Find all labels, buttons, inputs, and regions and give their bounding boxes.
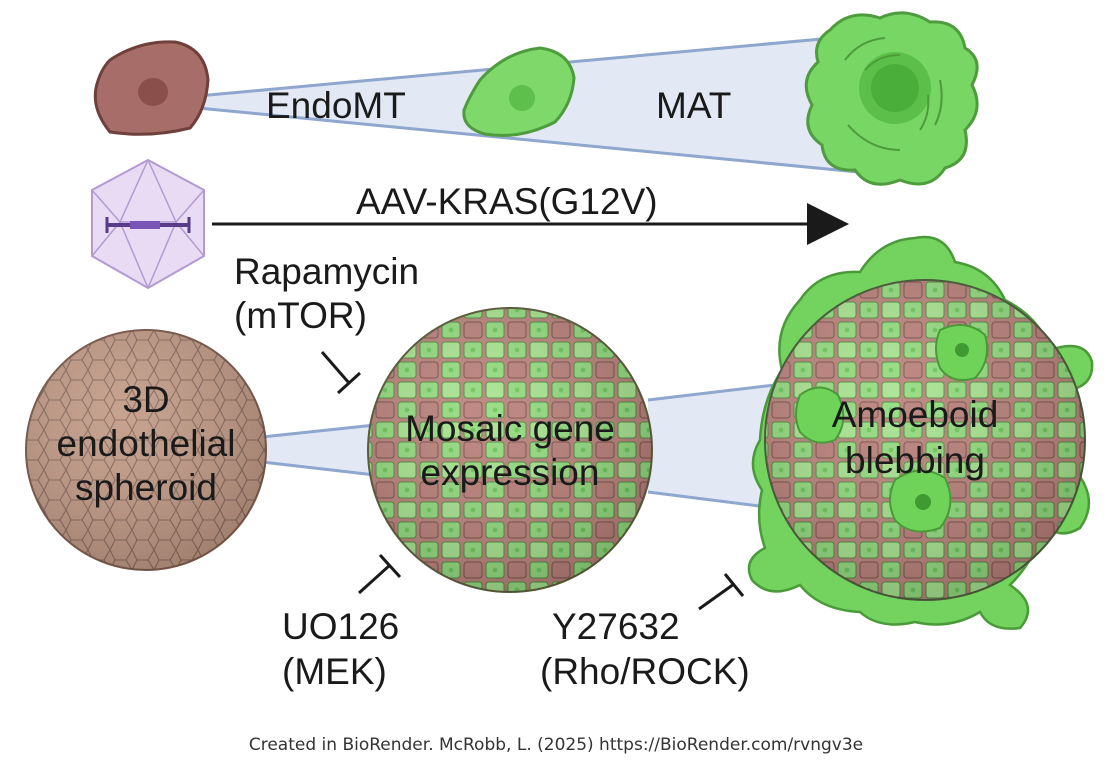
spheroid-connector-1: [261, 423, 376, 477]
rho-rock-label: (Rho/ROCK): [540, 651, 750, 692]
left-spheroid-label-3: spheroid: [75, 467, 217, 508]
u0126-inhibition-symbol: [357, 553, 402, 595]
y27632-label: Y27632: [552, 606, 680, 647]
rapamycin-label: Rapamycin: [234, 251, 420, 292]
biorender-credit: Created in BioRender. McRobb, L. (2025) …: [248, 735, 864, 755]
aav-kras-label: AAV-KRAS(G12V): [356, 181, 658, 222]
middle-spheroid-label-1: Mosaic gene: [405, 408, 615, 449]
right-spheroid-label-1: Amoeboid: [831, 394, 999, 435]
rapamycin-inhibition-symbol: [320, 351, 362, 395]
mosaic-spheroid: [367, 307, 653, 593]
aav-capsid-icon: [91, 158, 205, 290]
mek-label: (MEK): [282, 651, 387, 692]
y27632-inhibition-symbol: [698, 573, 745, 611]
endothelial-cell-icon: [93, 40, 210, 136]
mtor-label: (mTOR): [234, 295, 367, 336]
mesenchymal-cell-icon: [462, 46, 576, 137]
amoeboid-spheroid: [747, 235, 1094, 630]
u0126-label: UO126: [282, 606, 400, 647]
endomt-label: EndoMT: [266, 85, 406, 126]
spheroid-connector-2: [647, 383, 776, 510]
right-spheroid-label-2: blebbing: [845, 440, 985, 481]
middle-spheroid-label-2: expression: [420, 452, 600, 493]
mat-label: MAT: [656, 85, 732, 126]
left-spheroid-label-2: endothelial: [56, 423, 236, 464]
amoeboid-cell-icon: [804, 11, 979, 186]
endothelial-spheroid: [25, 329, 267, 571]
left-spheroid-label-1: 3D: [122, 379, 170, 420]
